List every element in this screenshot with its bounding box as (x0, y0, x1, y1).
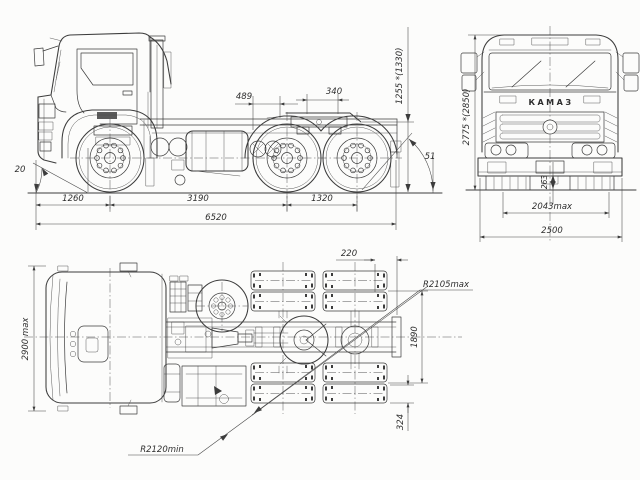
front-track-label: 2043max (532, 202, 573, 212)
rear-crossmember (391, 316, 402, 358)
overall-length-label: 6520 (205, 213, 227, 223)
right-headlight (571, 142, 616, 159)
turning-radius-min-label: R2120min (140, 445, 184, 455)
dim-turning-radius-min: R2120min (128, 285, 429, 456)
bumper-clearance-label: 263 (540, 175, 549, 190)
departure-angle-label: 51 (425, 152, 436, 162)
dim-489-label: 489 (236, 92, 252, 102)
right-mirror-top (119, 405, 138, 415)
fifth-wheel-height-label: 1255 *(1330) (395, 48, 405, 105)
rear-offset-label: 220 (341, 249, 357, 259)
dim-rear-offset: 220 (336, 249, 408, 315)
dim-340-label: 340 (326, 87, 342, 97)
engine-bay-top (167, 275, 289, 359)
approach-angle-label: 20 (15, 165, 26, 175)
dim-overall-width: 2500 (479, 178, 623, 242)
dim-departure-angle: 51 (361, 132, 436, 193)
left-headlight (484, 142, 529, 159)
cab-side (33, 32, 172, 187)
side-offset-label: 324 (396, 414, 406, 430)
spare-wheel (195, 279, 249, 333)
left-mirror-top (119, 262, 138, 272)
cab-top (45, 262, 167, 415)
dim-overall-height: 2775 *(2850) (462, 34, 560, 191)
dim-turning-radius-outer: R2105max (251, 280, 473, 416)
dim-fifth-wheel: 489 340 (235, 87, 349, 130)
front-left-tire (485, 175, 531, 191)
rear-track-label: 1890 (410, 326, 420, 348)
overall-width-label: 2500 (541, 226, 563, 236)
dim-bumper-clearance: 263 (540, 162, 556, 204)
front-view: КАМАЗ 2775 *(28 (460, 26, 640, 242)
dim-lengths: 1260 3190 1320 6520 (35, 160, 397, 230)
dim-fifth-wheel-height: 1255 *(1330) (362, 27, 414, 192)
cab-width-label: 2900 max (21, 317, 31, 361)
muffler-and-tank-top (163, 363, 247, 407)
fifth-wheel-top (278, 310, 370, 374)
side-view: 20 1260 3190 1320 6520 489 (15, 27, 443, 230)
front-overhang-label: 1260 (62, 194, 84, 204)
dim-side-offset: 324 (390, 375, 414, 431)
chassis-frame-side (139, 118, 402, 188)
air-tanks (149, 135, 188, 159)
front-right-tire (569, 175, 615, 191)
right-mirror (622, 52, 640, 74)
exhaust-stack (148, 35, 172, 129)
overall-height-label: 2775 *(2850) (462, 89, 472, 146)
rear-fenders (244, 115, 398, 159)
roof-hatch (77, 325, 109, 363)
wheelbase-label: 3190 (187, 194, 209, 204)
bogie-spacing-label: 1320 (311, 194, 333, 204)
top-view: 2900 max 220 R2105max R2120min 1890 (21, 249, 473, 456)
dim-approach-angle: 20 (15, 148, 89, 194)
fifth-wheel-side (266, 112, 362, 135)
dim-cab-width: 2900 max (21, 265, 46, 412)
left-mirror (460, 52, 478, 74)
grille (495, 111, 605, 143)
dim-front-track: 2043max (502, 192, 610, 218)
grille-brand-text: КАМАЗ (528, 98, 573, 107)
turning-radius-outer-label: R2105max (423, 280, 470, 290)
